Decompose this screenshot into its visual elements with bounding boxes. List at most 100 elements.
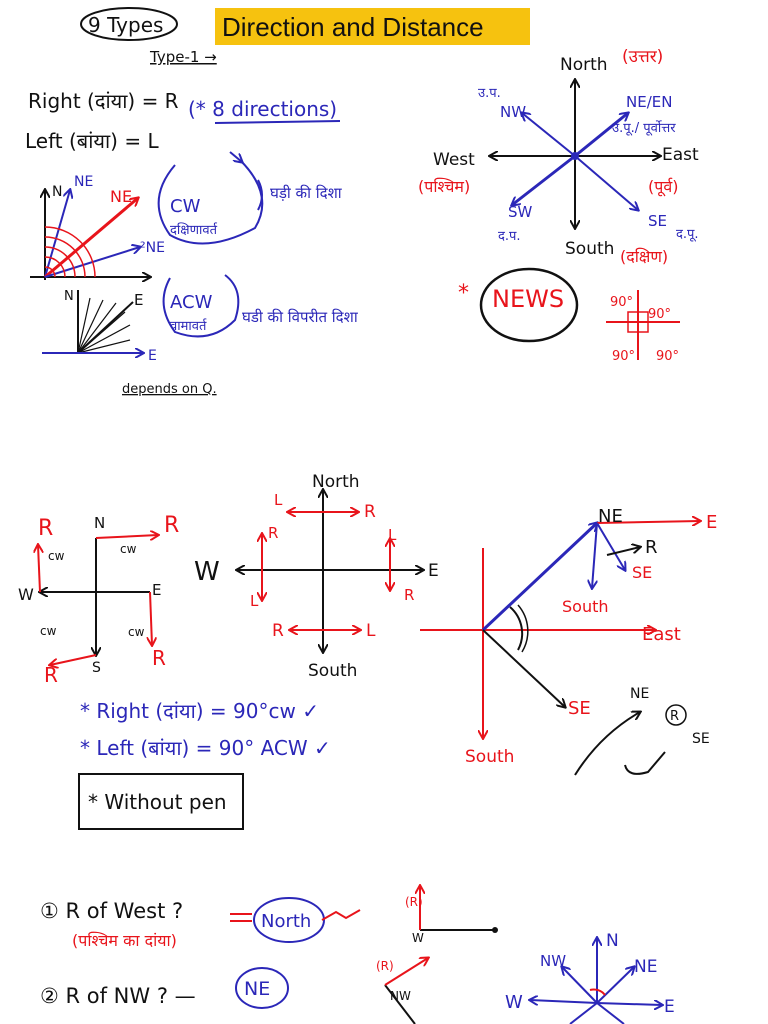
turn-n-right bbox=[95, 535, 158, 538]
mid-l: L bbox=[250, 592, 259, 610]
e-arrow bbox=[596, 1003, 662, 1005]
left-rule: * Left (बांया) = 90° ACW ✓ bbox=[80, 736, 331, 760]
nne-arrow bbox=[44, 190, 70, 278]
fan-line bbox=[77, 324, 131, 354]
bracket bbox=[257, 179, 263, 211]
small-arc bbox=[589, 988, 606, 996]
lbl-w: W bbox=[18, 585, 34, 604]
ne-label: NE bbox=[634, 957, 657, 977]
lbl-e: E bbox=[152, 581, 161, 599]
mid-r: R bbox=[272, 621, 284, 641]
cw-label: CW bbox=[170, 196, 201, 217]
without-pen: * Without pen bbox=[88, 790, 227, 814]
r-label: (R) bbox=[405, 895, 423, 909]
se-hindi: द.पू. bbox=[676, 227, 699, 242]
cw-hindi: दक्षिणावर्त bbox=[170, 222, 218, 238]
mid-r: R bbox=[268, 524, 278, 542]
fan-line bbox=[77, 299, 104, 354]
question-2: ② R of NW ? — bbox=[40, 984, 196, 1008]
deg-tl: 90° bbox=[610, 295, 633, 310]
se-line bbox=[482, 629, 565, 707]
fan-line bbox=[77, 297, 91, 354]
ne-arrow bbox=[574, 113, 628, 158]
lbl-e3: E bbox=[148, 348, 157, 364]
r-arrow bbox=[606, 547, 640, 556]
nw-right-arrow bbox=[384, 958, 428, 986]
ne-south-arrow bbox=[592, 522, 598, 588]
lbl-cw: cw bbox=[128, 625, 145, 639]
left-definition: Left (बांया) = L bbox=[25, 129, 159, 153]
r-circle bbox=[665, 704, 687, 726]
mid-w-label: W bbox=[194, 557, 220, 587]
cw-description: घड़ी की दिशा bbox=[270, 184, 343, 202]
w-label: W bbox=[505, 992, 523, 1013]
ne-arrow bbox=[596, 967, 634, 1004]
section-questions: ① R of West ? (पश्चिम का दांया) North ② … bbox=[40, 886, 675, 1024]
south-label: South bbox=[465, 747, 514, 767]
nw-label: NW bbox=[540, 952, 566, 970]
ne-hindi: उ.पू./ पूर्वोत्तर bbox=[612, 120, 676, 136]
south-label: South bbox=[562, 597, 609, 616]
type1-label: Type-1 → bbox=[149, 48, 217, 66]
types-label: 9 Types bbox=[88, 13, 163, 37]
ne-label: NE/EN bbox=[626, 93, 672, 111]
se-label: SE bbox=[568, 698, 591, 719]
page-title: Direction and Distance bbox=[222, 12, 484, 42]
se-line bbox=[596, 1002, 625, 1024]
turn-w-right bbox=[38, 545, 40, 593]
lbl-n: N bbox=[94, 514, 105, 532]
lbl-r: R bbox=[164, 513, 179, 538]
ne-arrow bbox=[44, 198, 138, 279]
north-hindi: (उत्तर) bbox=[622, 47, 663, 67]
north-label: North bbox=[560, 55, 608, 75]
mid-north-label: North bbox=[312, 472, 360, 492]
angle-arc-2 bbox=[517, 604, 529, 653]
section-turns: N S W E R R R R cw cw cw cw North South … bbox=[18, 472, 717, 830]
lbl-r: R bbox=[152, 646, 166, 670]
question-1-hindi: (पश्चिम का दांया) bbox=[72, 931, 177, 950]
grid-box bbox=[627, 311, 649, 333]
turn-s-right bbox=[50, 654, 97, 665]
fan-line bbox=[77, 339, 131, 354]
lbl-r: R bbox=[44, 663, 58, 687]
lbl-e2: E bbox=[134, 291, 143, 309]
question-1: ① R of West ? bbox=[40, 899, 183, 923]
nw-label: NW bbox=[390, 989, 411, 1003]
eight-directions-note: (* 8 directions) bbox=[188, 97, 337, 121]
east-label: East bbox=[642, 624, 681, 645]
lbl-n: N bbox=[52, 184, 62, 200]
nw-hindi: उ.प. bbox=[478, 86, 501, 101]
deg-tr: 90° bbox=[648, 307, 671, 322]
star: * bbox=[458, 281, 469, 306]
lbl-cw: cw bbox=[120, 542, 137, 556]
fan-line bbox=[77, 302, 117, 354]
lbl-ne-red: NE bbox=[110, 187, 132, 206]
r-label-2: (R) bbox=[376, 959, 394, 973]
angle-arc bbox=[509, 606, 524, 651]
dot bbox=[492, 927, 498, 933]
lbl-cw: cw bbox=[48, 549, 65, 563]
nw-arrow bbox=[562, 967, 598, 1004]
answer-2: NE bbox=[244, 978, 270, 1000]
ne-east-arrow bbox=[596, 521, 700, 523]
mid-e-label: E bbox=[428, 561, 439, 581]
deg-bl: 90° bbox=[612, 349, 635, 364]
tick bbox=[321, 909, 361, 921]
lbl-s: S bbox=[92, 660, 101, 676]
r-label: R bbox=[645, 537, 658, 558]
types-circle bbox=[80, 7, 178, 41]
ne-se-turn-arrow bbox=[574, 712, 640, 776]
west-hindi: (पश्चिम) bbox=[418, 177, 470, 196]
e-label: E bbox=[664, 997, 675, 1017]
nw-line bbox=[384, 984, 416, 1024]
acw-description: घडी की विपरीत दिशा bbox=[242, 308, 359, 326]
without-pen-box bbox=[78, 773, 244, 830]
south-hindi: (दक्षिण) bbox=[620, 247, 668, 266]
section-definitions: 9 Types Type-1 → Right (दांया) = R Left … bbox=[25, 7, 359, 397]
east-label: East bbox=[662, 145, 699, 165]
lbl-ne-top: NE bbox=[74, 174, 93, 190]
mid-south-label: South bbox=[308, 661, 357, 681]
sw-line bbox=[569, 1002, 598, 1024]
w-label: W bbox=[412, 931, 424, 945]
se-label: SE bbox=[648, 212, 667, 230]
